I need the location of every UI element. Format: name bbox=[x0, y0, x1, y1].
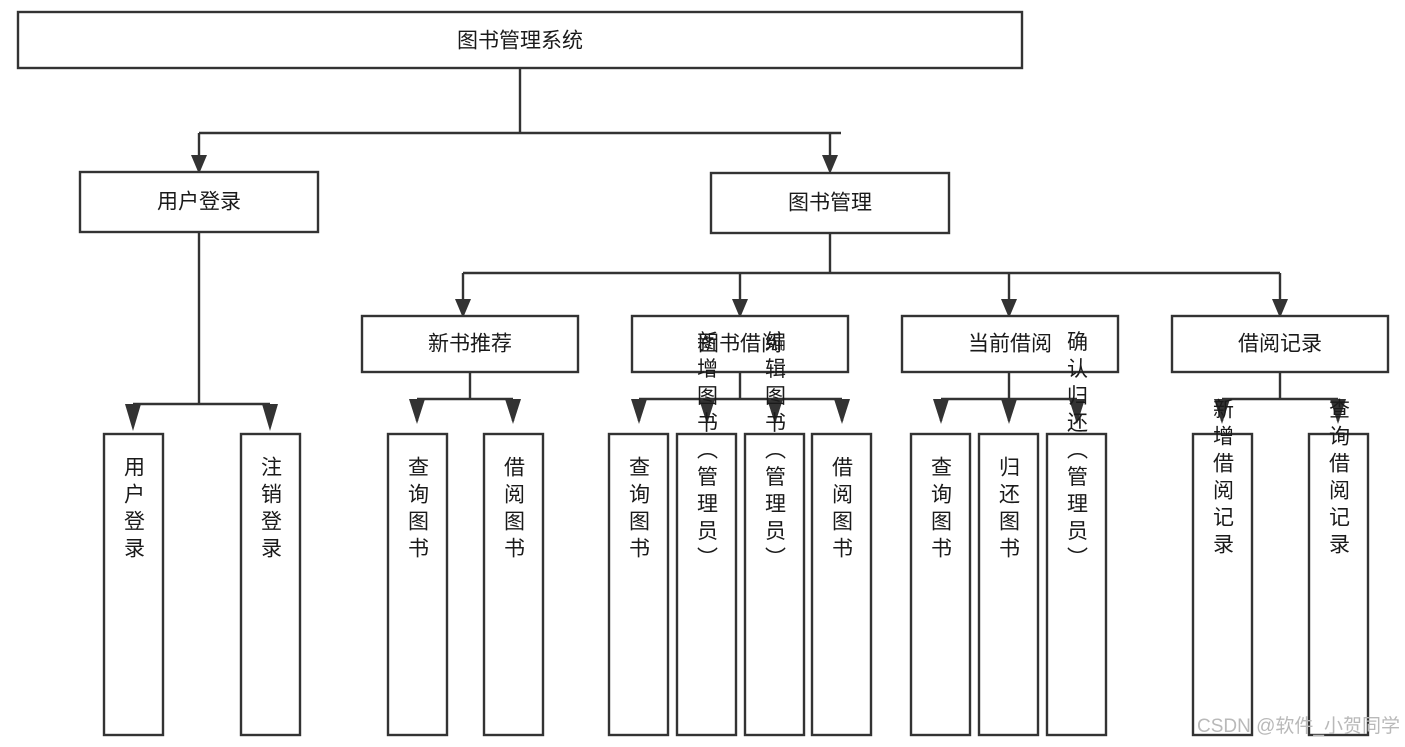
node-root[interactable]: 图书管理系统 bbox=[16, 10, 1024, 70]
node-new-book-rec-label: 新书推荐 bbox=[428, 333, 512, 356]
node-root-label: 图书管理系统 bbox=[457, 30, 583, 53]
arrow-icon-leaf-user-logout bbox=[262, 404, 278, 431]
node-new-book-rec-box[interactable] bbox=[360, 314, 580, 374]
node-book-borrow-label: 图书借阅 bbox=[698, 333, 782, 356]
node-leaf-confirm-return[interactable]: 确认归还（管理员） bbox=[1045, 331, 1108, 737]
node-leaf-user-login-label: 用户登录 bbox=[122, 456, 146, 564]
node-leaf-return-book[interactable]: 归还图书 bbox=[977, 432, 1040, 737]
node-leaf-add-record[interactable]: 新增借阅记录 bbox=[1191, 398, 1254, 737]
arrow-icon-leaf-query-record bbox=[1330, 399, 1346, 424]
arrow-icon-leaf-query-book-2 bbox=[631, 399, 647, 424]
node-leaf-return-book-box[interactable] bbox=[977, 432, 1040, 737]
node-leaf-user-login-box[interactable] bbox=[102, 432, 165, 737]
node-leaf-query-record-label: 查询借阅记录 bbox=[1327, 398, 1351, 560]
node-leaf-borrow-book-2-label: 借阅图书 bbox=[830, 456, 854, 564]
node-leaf-add-record-box[interactable] bbox=[1191, 432, 1254, 737]
arrow-icon-leaf-borrow-book-1 bbox=[505, 399, 521, 424]
arrow-icon-book-manage bbox=[822, 155, 838, 174]
node-leaf-query-book-1-label: 查询图书 bbox=[406, 456, 430, 564]
node-user-login-label: 用户登录 bbox=[157, 191, 241, 214]
arrow-icon-leaf-query-book-3 bbox=[933, 399, 949, 424]
arrow-icon-leaf-confirm-return bbox=[1069, 399, 1085, 424]
arrow-icon-leaf-add-record bbox=[1214, 399, 1230, 424]
node-leaf-add-book-box[interactable] bbox=[675, 432, 738, 737]
node-leaf-query-record-box[interactable] bbox=[1307, 432, 1370, 737]
node-leaf-edit-book[interactable]: 编辑图书（管理员） bbox=[743, 331, 806, 737]
node-borrow-record[interactable]: 借阅记录 bbox=[1170, 314, 1390, 374]
node-leaf-borrow-book-2[interactable]: 借阅图书 bbox=[810, 432, 873, 737]
node-leaf-edit-book-box[interactable] bbox=[743, 432, 806, 737]
node-book-manage[interactable]: 图书管理 bbox=[709, 171, 951, 235]
node-root-box[interactable] bbox=[16, 10, 1024, 70]
node-leaf-borrow-book-1-label: 借阅图书 bbox=[502, 456, 526, 564]
node-leaf-query-book-3[interactable]: 查询图书 bbox=[909, 432, 972, 737]
node-leaf-query-book-2[interactable]: 查询图书 bbox=[607, 432, 670, 737]
arrow-icon-leaf-user-login bbox=[125, 404, 141, 431]
arrow-icon-leaf-return-book bbox=[1001, 399, 1017, 424]
node-leaf-query-book-1[interactable]: 查询图书 bbox=[386, 432, 449, 737]
node-leaf-return-book-label: 归还图书 bbox=[997, 456, 1021, 564]
node-leaf-user-logout[interactable]: 注销登录 bbox=[239, 432, 302, 737]
arrow-icon-new-book-rec bbox=[455, 299, 471, 318]
node-leaf-borrow-book-1-box[interactable] bbox=[482, 432, 545, 737]
node-leaf-query-book-2-label: 查询图书 bbox=[627, 456, 651, 564]
arrow-icon-current-borrow bbox=[1001, 299, 1017, 318]
arrow-icon-leaf-edit-book bbox=[767, 399, 783, 424]
arrow-icon-user-login bbox=[191, 155, 207, 174]
node-leaf-confirm-return-box[interactable] bbox=[1045, 432, 1108, 737]
node-new-book-rec[interactable]: 新书推荐 bbox=[360, 314, 580, 374]
node-user-login-box[interactable] bbox=[78, 170, 320, 234]
node-book-manage-box[interactable] bbox=[709, 171, 951, 235]
node-user-login[interactable]: 用户登录 bbox=[78, 170, 320, 234]
arrow-icon-leaf-query-book-1 bbox=[409, 399, 425, 424]
node-leaf-user-logout-label: 注销登录 bbox=[259, 456, 283, 564]
node-leaf-add-record-label: 新增借阅记录 bbox=[1211, 398, 1235, 560]
node-borrow-record-box[interactable] bbox=[1170, 314, 1390, 374]
node-current-borrow[interactable]: 当前借阅 bbox=[900, 314, 1120, 374]
node-leaf-borrow-book-2-box[interactable] bbox=[810, 432, 873, 737]
node-current-borrow-label: 当前借阅 bbox=[968, 333, 1052, 356]
arrow-icon-borrow-record bbox=[1272, 299, 1288, 318]
node-leaf-query-book-3-label: 查询图书 bbox=[929, 456, 953, 564]
arrow-icon-book-borrow bbox=[732, 299, 748, 318]
node-leaf-edit-book-label: 编辑图书（管理员） bbox=[763, 331, 787, 574]
node-leaf-user-login[interactable]: 用户登录 bbox=[102, 432, 165, 737]
node-current-borrow-box[interactable] bbox=[900, 314, 1120, 374]
node-leaf-query-record[interactable]: 查询借阅记录 bbox=[1307, 398, 1370, 737]
node-leaf-borrow-book-1[interactable]: 借阅图书 bbox=[482, 432, 545, 737]
arrow-icon-leaf-borrow-book-2 bbox=[834, 399, 850, 424]
watermark-label: CSDN @软件_小贺同学 bbox=[1197, 715, 1400, 737]
node-borrow-record-label: 借阅记录 bbox=[1238, 333, 1322, 356]
node-leaf-confirm-return-label: 确认归还（管理员） bbox=[1065, 331, 1089, 574]
arrowhead-layer bbox=[125, 155, 1346, 431]
node-leaf-query-book-2-box[interactable] bbox=[607, 432, 670, 737]
node-book-manage-label: 图书管理 bbox=[788, 192, 872, 215]
node-book-borrow[interactable]: 图书借阅 bbox=[630, 314, 850, 374]
node-book-borrow-box[interactable] bbox=[630, 314, 850, 374]
node-leaf-add-book[interactable]: 新增图书（管理员） bbox=[675, 331, 738, 737]
node-leaf-query-book-3-box[interactable] bbox=[909, 432, 972, 737]
node-leaf-user-logout-box[interactable] bbox=[239, 432, 302, 737]
node-leaf-query-book-1-box[interactable] bbox=[386, 432, 449, 737]
node-leaf-add-book-label: 新增图书（管理员） bbox=[695, 331, 719, 574]
arrow-icon-leaf-add-book bbox=[699, 399, 715, 424]
